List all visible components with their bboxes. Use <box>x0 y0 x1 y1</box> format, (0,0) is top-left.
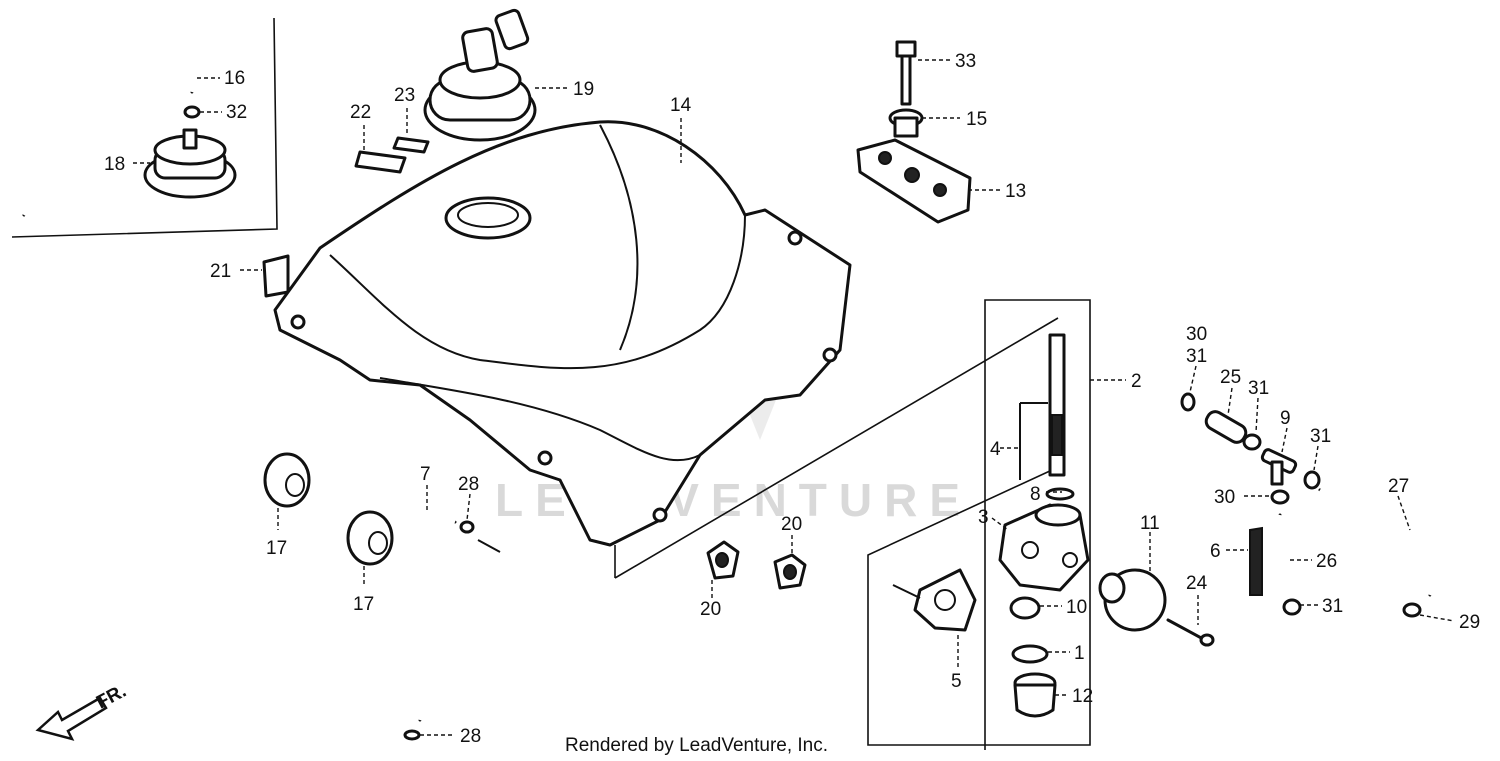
decal-22[interactable] <box>354 150 407 174</box>
callout-7[interactable]: 7 <box>420 464 431 485</box>
clip-31d[interactable] <box>1282 598 1302 616</box>
callout-9[interactable]: 9 <box>1280 408 1291 429</box>
callout-26[interactable]: 26 <box>1316 551 1337 572</box>
callout-10[interactable]: 10 <box>1066 597 1087 618</box>
fuel-filler-cap-alt[interactable] <box>143 128 237 199</box>
collar[interactable] <box>888 108 924 138</box>
callout-32[interactable]: 32 <box>226 102 247 123</box>
grommet-20a[interactable] <box>706 540 740 580</box>
callout-33[interactable]: 33 <box>955 51 976 72</box>
callout-28b[interactable]: 28 <box>460 726 481 747</box>
fuel-hose-27[interactable] <box>1318 488 1435 597</box>
o-ring-1[interactable] <box>1011 644 1049 664</box>
callout-14[interactable]: 14 <box>670 95 692 116</box>
locking-fuel-cap[interactable] <box>423 8 537 142</box>
callout-31c[interactable]: 31 <box>1310 426 1331 447</box>
plug-29[interactable] <box>1402 602 1422 618</box>
callout-8[interactable]: 8 <box>1030 484 1041 505</box>
gasket-10[interactable] <box>1009 596 1041 620</box>
callout-20b[interactable]: 20 <box>781 514 802 535</box>
clip-31c[interactable] <box>1303 470 1321 490</box>
rubber-mount[interactable] <box>856 138 972 224</box>
callout-28a[interactable]: 28 <box>458 474 479 495</box>
callout-22[interactable]: 22 <box>350 102 371 123</box>
t-joint[interactable] <box>1260 448 1298 486</box>
callout-16[interactable]: 16 <box>224 68 245 89</box>
clip-28b[interactable] <box>403 729 421 741</box>
callout-17a[interactable]: 17 <box>266 538 287 559</box>
hose-25[interactable] <box>1203 409 1248 446</box>
callout-21[interactable]: 21 <box>210 261 231 282</box>
callout-30a[interactable]: 30 <box>1186 324 1207 345</box>
tube-clip[interactable] <box>183 105 201 119</box>
callout-19[interactable]: 19 <box>573 79 594 100</box>
callout-29[interactable]: 29 <box>1459 612 1480 633</box>
callout-24[interactable]: 24 <box>1186 573 1208 594</box>
spring-hose-6[interactable] <box>1249 526 1263 596</box>
callout-17b[interactable]: 17 <box>353 594 374 615</box>
callout-5[interactable]: 5 <box>951 671 962 692</box>
fuel-petcock-body[interactable] <box>998 503 1090 592</box>
clip-31b[interactable] <box>1242 433 1262 451</box>
rubber-damper-17b[interactable] <box>346 510 394 566</box>
callout-18[interactable]: 18 <box>104 154 125 175</box>
o-ring-8[interactable] <box>1045 487 1075 501</box>
callout-12[interactable]: 12 <box>1072 686 1093 707</box>
clip-28a[interactable] <box>459 520 475 534</box>
callout-15[interactable]: 15 <box>966 109 987 130</box>
front-direction-arrow: FR. <box>35 681 130 741</box>
callout-23[interactable]: 23 <box>394 85 415 106</box>
inset-box <box>11 17 278 238</box>
callout-4[interactable]: 4 <box>990 439 1001 460</box>
clip-31a[interactable] <box>1180 392 1196 412</box>
callout-3[interactable]: 3 <box>978 507 989 528</box>
arrow-line <box>477 539 501 553</box>
decal-23[interactable] <box>392 136 430 154</box>
screw[interactable] <box>1166 618 1215 647</box>
callout-25[interactable]: 25 <box>1220 367 1241 388</box>
callout-1[interactable]: 1 <box>1074 643 1085 664</box>
sediment-cup[interactable] <box>1013 672 1057 718</box>
callout-31b[interactable]: 31 <box>1248 378 1269 399</box>
callout-31a[interactable]: 31 <box>1186 346 1207 367</box>
fuel-strainer-pipe[interactable] <box>1019 333 1066 480</box>
rendered-by-credit: Rendered by LeadVenture, Inc. <box>565 735 828 756</box>
callout-20a[interactable]: 20 <box>700 599 721 620</box>
petcock-lever-plate[interactable] <box>892 568 977 632</box>
mounting-bolt[interactable] <box>895 40 917 106</box>
callout-31d[interactable]: 31 <box>1322 596 1343 617</box>
clip-30[interactable] <box>1270 489 1290 505</box>
callout-27[interactable]: 27 <box>1388 476 1409 497</box>
fuel-tank[interactable] <box>273 120 852 547</box>
petcock-inset-box <box>614 299 1091 750</box>
petcock-knob[interactable] <box>1098 568 1167 632</box>
callout-6[interactable]: 6 <box>1210 541 1221 562</box>
grommet-20b[interactable] <box>773 553 807 590</box>
callout-11[interactable]: 11 <box>1140 513 1160 534</box>
callout-13[interactable]: 13 <box>1005 181 1026 202</box>
rubber-damper-17a[interactable] <box>263 452 311 508</box>
callout-30b[interactable]: 30 <box>1214 487 1235 508</box>
callout-labels: 16 32 18 19 22 23 14 33 15 13 21 2 4 8 3… <box>104 51 1480 747</box>
leader-lines <box>133 59 1455 736</box>
callout-2[interactable]: 2 <box>1131 371 1142 392</box>
decal-21[interactable] <box>262 254 290 298</box>
